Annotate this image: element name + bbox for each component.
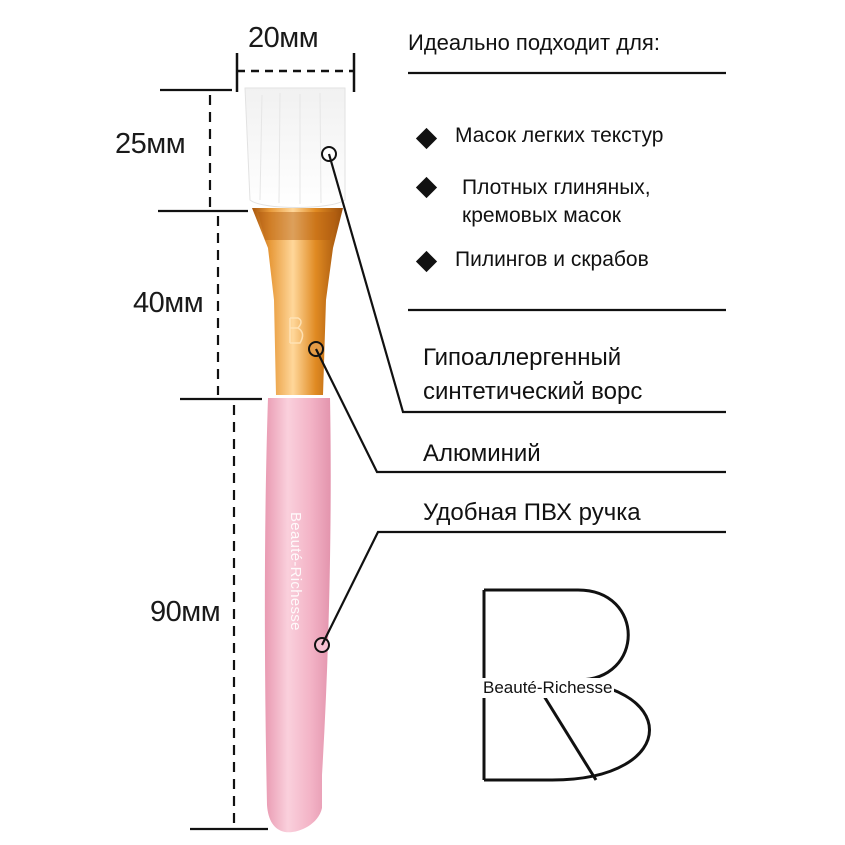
bristle-callout-line1: Гипоаллергенный	[423, 344, 622, 371]
suitable-for-heading: Идеально подходит для:	[408, 30, 660, 55]
handle-callout: Удобная ПВХ ручка	[423, 499, 641, 526]
separators	[408, 71, 726, 312]
handle-brand-print: Beauté-Richesse	[287, 512, 304, 631]
width-label: 20мм	[248, 22, 319, 54]
use-item-3: Пилингов и скрабов	[455, 248, 649, 271]
brush: Beauté-Richesse	[244, 87, 346, 833]
handle-length-label: 90мм	[150, 596, 221, 628]
use-item-1: Масок легких текстур	[455, 124, 664, 147]
bristle-length-label: 25мм	[115, 128, 186, 160]
ferrule-callout: Алюминий	[423, 440, 541, 467]
callout-leaders	[315, 153, 726, 646]
ferrule-length-label: 40мм	[133, 287, 204, 319]
length-dimensions	[158, 88, 268, 831]
brand-name: Beauté-Richesse	[481, 678, 615, 698]
bristle-callout-line2: синтетический ворс	[423, 378, 643, 405]
brush-handle	[264, 398, 331, 833]
width-dimension	[235, 53, 356, 92]
use-item-2-line2: кремовых масок	[462, 204, 621, 227]
ferrule-logo-icon	[289, 317, 304, 344]
use-item-2-line1: Плотных глиняных,	[462, 176, 651, 199]
